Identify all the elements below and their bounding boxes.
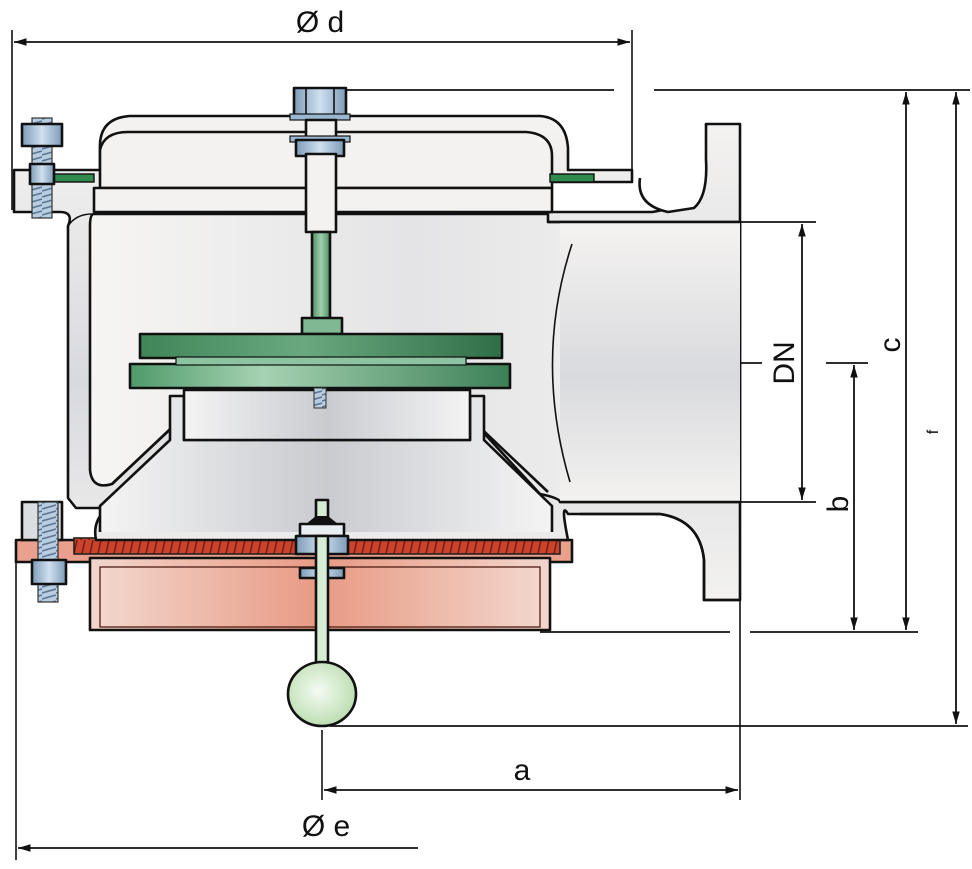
- stem-collar: [300, 316, 344, 336]
- valve-disc-lower: [128, 362, 512, 390]
- stud-upper-left: [20, 117, 64, 219]
- dimension-b: b: [822, 362, 868, 630]
- guide-stem: [310, 230, 332, 322]
- dimension-b-label: b: [822, 496, 855, 513]
- dimension-d: Ø d: [11, 6, 633, 210]
- dimension-a-label: a: [514, 754, 531, 787]
- valve-disc-upper: [138, 332, 504, 360]
- cover-bolt: [289, 86, 351, 234]
- disc-screw: [313, 387, 327, 409]
- dimension-e-label: Ø e: [302, 810, 350, 843]
- dimension-f-label: f: [925, 429, 942, 434]
- gasket-left: [49, 173, 95, 183]
- float-ball: [286, 660, 358, 728]
- stud-lower-left: [20, 500, 68, 603]
- dimension-dn-label: DN: [768, 341, 801, 384]
- float-assembly: [286, 498, 358, 728]
- dimension-c: c: [874, 92, 910, 630]
- dimension-e: Ø e: [15, 560, 418, 860]
- dimension-a: a: [321, 600, 741, 800]
- gasket-right: [549, 173, 595, 183]
- dimension-f: f: [925, 92, 960, 724]
- dimension-c-label: c: [874, 338, 907, 353]
- dimension-d-label: Ø d: [296, 6, 344, 39]
- dimension-dn: DN: [740, 221, 816, 503]
